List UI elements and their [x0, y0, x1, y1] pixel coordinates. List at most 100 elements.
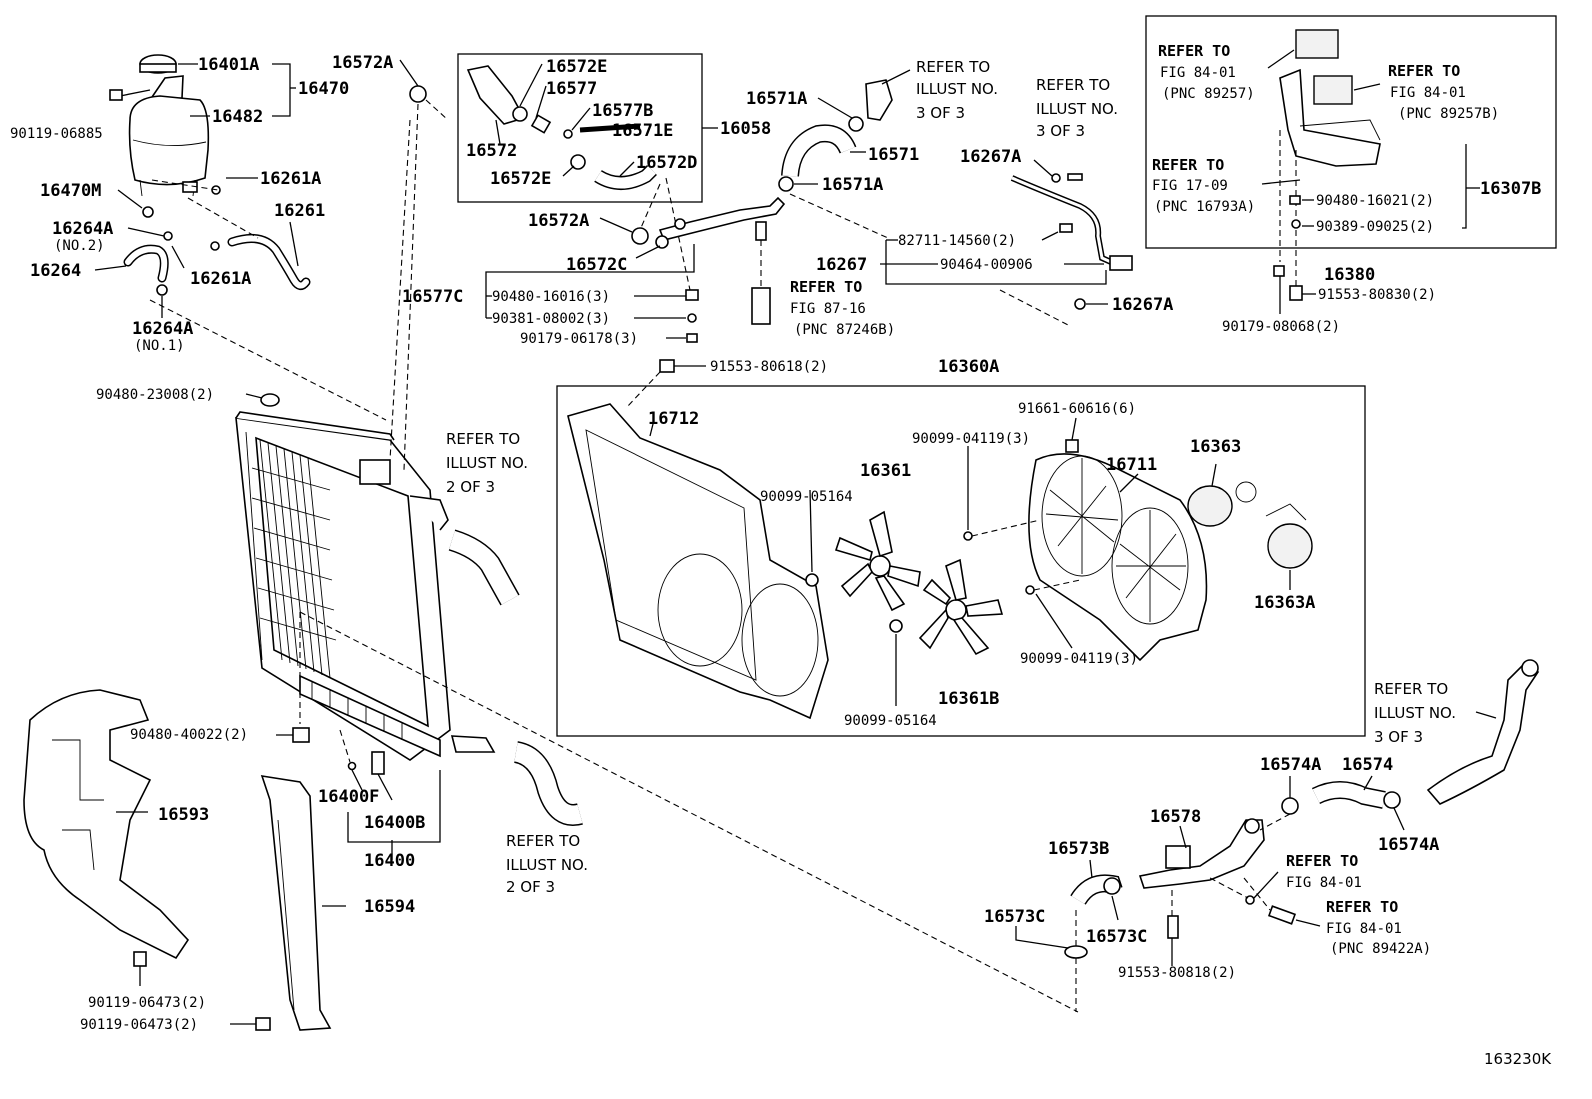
svg-text:90381-08002(3): 90381-08002(3) — [492, 311, 610, 327]
svg-text:(PNC 89257B): (PNC 89257B) — [1398, 106, 1499, 122]
part-16572C: 16572C — [566, 255, 627, 275]
svg-text:16261A: 16261A — [260, 169, 321, 189]
part-91553-80818: 91553-80818(2) — [1118, 965, 1236, 981]
part-16363: 16363 — [1190, 437, 1241, 457]
svg-text:REFER TO: REFER TO — [1326, 898, 1398, 916]
part-16573C-right: 16573C — [1086, 927, 1147, 947]
part-16594: 16594 — [364, 897, 415, 917]
svg-text:90480-16021(2): 90480-16021(2) — [1316, 193, 1434, 209]
svg-text:16571A: 16571A — [822, 175, 883, 195]
svg-text:REFER TO: REFER TO — [506, 832, 580, 850]
part-16711: 16711 — [1106, 455, 1157, 475]
ref-8-line2: ILLUST NO. — [506, 856, 588, 874]
ref-8-line3: 2 OF 3 — [506, 878, 555, 896]
part-90464-00906: 90464-00906 — [940, 257, 1033, 273]
svg-text:16267: 16267 — [816, 255, 867, 275]
ref-6-line3: (PNC 87246B) — [794, 322, 895, 338]
ref-6-line1: REFER TO — [790, 278, 862, 296]
svg-text:90179-06178(3): 90179-06178(3) — [520, 331, 638, 347]
svg-text:ILLUST NO.: ILLUST NO. — [446, 454, 528, 472]
part-16482: 16482 — [212, 107, 263, 127]
fan-16361 — [834, 510, 921, 612]
ref-2-line3: 3 OF 3 — [1036, 122, 1085, 140]
svg-text:16363A: 16363A — [1254, 593, 1315, 613]
clamp-90464-00906 — [1109, 255, 1133, 271]
svg-text:16571: 16571 — [868, 145, 919, 165]
part-16577: 16577 — [546, 79, 597, 99]
ref-5-line2: FIG 17-09 — [1152, 178, 1228, 194]
clamp-16572A-mid — [631, 227, 649, 245]
part-90480-16021: 90480-16021(2) — [1316, 193, 1434, 209]
svg-text:16578: 16578 — [1150, 807, 1201, 827]
svg-text:90480-23008(2): 90480-23008(2) — [96, 387, 214, 403]
part-91553-80830: 91553-80830(2) — [1318, 287, 1436, 303]
svg-text:16712: 16712 — [648, 409, 699, 429]
svg-text:90389-09025(2): 90389-09025(2) — [1316, 219, 1434, 235]
svg-text:16577C: 16577C — [402, 287, 463, 307]
svg-text:16577B: 16577B — [592, 101, 653, 121]
svg-text:16573C: 16573C — [1086, 927, 1147, 947]
motor-16363 — [1187, 481, 1257, 527]
cap-90480-23008 — [245, 393, 280, 407]
part-16058: 16058 — [720, 119, 771, 139]
svg-text:16400: 16400 — [364, 851, 415, 871]
svg-text:16361: 16361 — [860, 461, 911, 481]
water-pipe-16578 — [1138, 818, 1265, 889]
svg-text:16401A: 16401A — [198, 55, 259, 75]
bolt-90119-06473-a — [133, 951, 147, 986]
svg-text:16361B: 16361B — [938, 689, 999, 709]
fan-16361B — [918, 558, 1004, 656]
svg-text:(NO.1): (NO.1) — [134, 338, 185, 354]
svg-text:REFER TO: REFER TO — [1286, 852, 1358, 870]
washer-90381-08002 — [687, 313, 697, 323]
ref-11-line2: FIG 84-01 — [1326, 921, 1402, 937]
part-16572A-mid: 16572A — [528, 211, 589, 231]
motor-16363A — [1265, 503, 1313, 569]
bolt-90119-06885 — [109, 89, 151, 101]
ref-3-line3: (PNC 89257) — [1162, 86, 1255, 102]
part-16572: 16572 — [466, 141, 517, 161]
ref-9-line2: ILLUST NO. — [1374, 704, 1456, 722]
svg-text:90119-06473(2): 90119-06473(2) — [88, 995, 206, 1011]
svg-text:16261: 16261 — [274, 201, 325, 221]
ref-1-line3: 3 OF 3 — [916, 104, 965, 122]
drain-cock-16400B — [371, 751, 385, 775]
svg-text:(NO.2): (NO.2) — [54, 238, 105, 254]
part-16577B: 16577B — [592, 101, 653, 121]
svg-text:REFER TO: REFER TO — [1374, 680, 1448, 698]
clip-16267A-top — [1051, 173, 1061, 183]
part-16401A: 16401A — [198, 55, 259, 75]
lower-outlet — [450, 735, 496, 753]
svg-text:FIG 84-01: FIG 84-01 — [1390, 85, 1466, 101]
bolt-90099-04119-bot — [1025, 585, 1035, 595]
part-16578: 16578 — [1150, 807, 1201, 827]
part-16264A-no2: 16264A — [52, 219, 113, 239]
svg-text:16307B: 16307B — [1480, 179, 1541, 199]
bolt-91553-80830 — [1289, 285, 1303, 301]
part-90099-05164-top: 90099-05164 — [760, 489, 853, 505]
ref-4-line3: (PNC 89257B) — [1398, 106, 1499, 122]
svg-text:16572E: 16572E — [546, 57, 607, 77]
svg-text:16058: 16058 — [720, 119, 771, 139]
ref-7-line1: REFER TO — [446, 430, 520, 448]
part-16261: 16261 — [274, 201, 325, 221]
ref-1-line1: REFER TO — [916, 58, 990, 76]
clip-16264A-no1 — [156, 284, 168, 296]
relay-89257B — [1313, 75, 1353, 105]
nut-90179-06178 — [686, 333, 698, 343]
ref-11-line3: (PNC 89422A) — [1330, 941, 1431, 957]
svg-text:ILLUST NO.: ILLUST NO. — [916, 80, 998, 98]
svg-text:3 OF 3: 3 OF 3 — [1374, 728, 1423, 746]
svg-text:91553-80618(2): 91553-80618(2) — [710, 359, 828, 375]
svg-text:2 OF 3: 2 OF 3 — [446, 478, 495, 496]
part-90119-06473-a: 90119-06473(2) — [88, 995, 206, 1011]
bolt-90119-06473-b — [230, 1017, 271, 1031]
part-16712: 16712 — [648, 409, 699, 429]
clamp-16572A-top — [409, 85, 427, 103]
svg-text:3 OF 3: 3 OF 3 — [916, 104, 965, 122]
svg-text:16264A: 16264A — [52, 219, 113, 239]
svg-text:90480-40022(2): 90480-40022(2) — [130, 727, 248, 743]
svg-text:16360A: 16360A — [938, 357, 999, 377]
elbow-refer-3of3 — [865, 79, 893, 121]
svg-text:90119-06885: 90119-06885 — [10, 126, 103, 142]
